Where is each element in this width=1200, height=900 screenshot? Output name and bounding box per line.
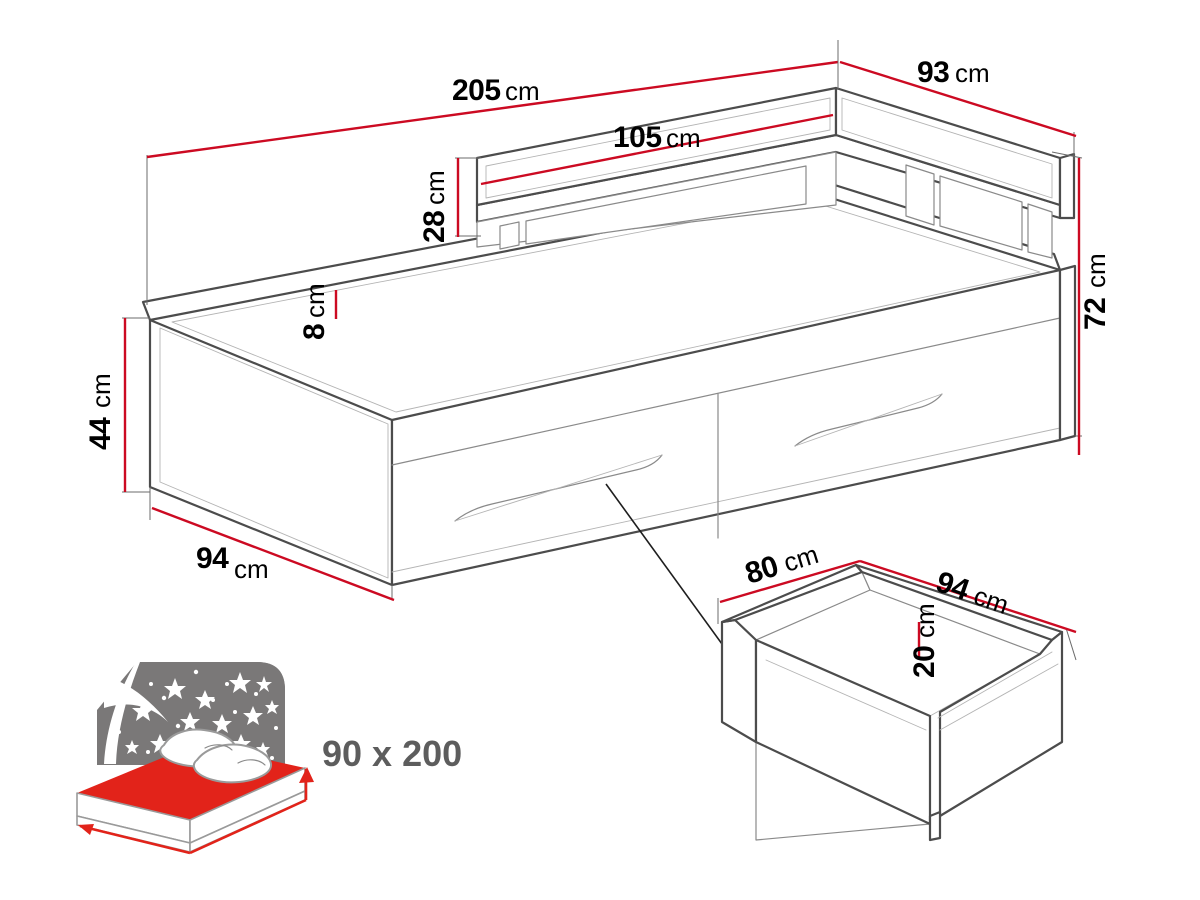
dimension-base-height-44: 44 cm [84,317,150,493]
mattress-arrow-head-left [78,824,94,835]
dimension-slat-8: 8 cm [298,283,338,340]
dim-93-unit: cm [955,58,990,88]
pillow-front [192,743,272,784]
dim-8-unit: cm [300,283,330,318]
mattress-night-icon [76,662,314,855]
bed-illustration [141,86,1077,587]
mattress-arrow-left [79,824,191,855]
dimension-width-93: 93 cm [837,40,1077,160]
dim-205-unit: cm [505,76,540,106]
dim-20-number: 20 [908,646,941,678]
stars-group [117,669,279,760]
dim-28-number: 28 [418,211,451,243]
dim-44-unit: cm [86,373,116,408]
dim-44-number: 44 [84,417,117,450]
dim-8-number: 8 [298,324,331,340]
dim-94-unit: cm [234,554,269,584]
dim-80-unit: cm [780,539,822,578]
dimension-drawer-height-20: 20 cm [908,603,941,678]
dim-94-number: 94 [196,542,229,575]
dim-205-number: 205 [452,74,501,107]
drawer-leader-line [605,483,723,645]
dim-72-number: 72 [1079,298,1112,330]
dimension-headboard-height-28: 28 cm [418,157,481,243]
dimension-total-height-72: 72 cm [1051,151,1112,455]
dim-93-number: 93 [917,56,949,89]
dimension-base-width-94: 94 cm [149,487,395,602]
dim-28-unit: cm [420,170,450,205]
mattress-arrow-right [189,798,307,855]
mattress-size-label: 90 x 200 [322,733,462,774]
drawer-illustration [720,563,1064,842]
mattress-arrow-head-right [299,767,314,783]
dim-105-unit: cm [666,123,701,153]
dimension-length-205: 205 cm [146,40,839,305]
dim-20-unit: cm [910,603,940,638]
dim-105-number: 105 [613,121,662,154]
dimension-headboard-105: 105 cm [480,113,834,186]
dim-72-unit: cm [1081,253,1111,288]
